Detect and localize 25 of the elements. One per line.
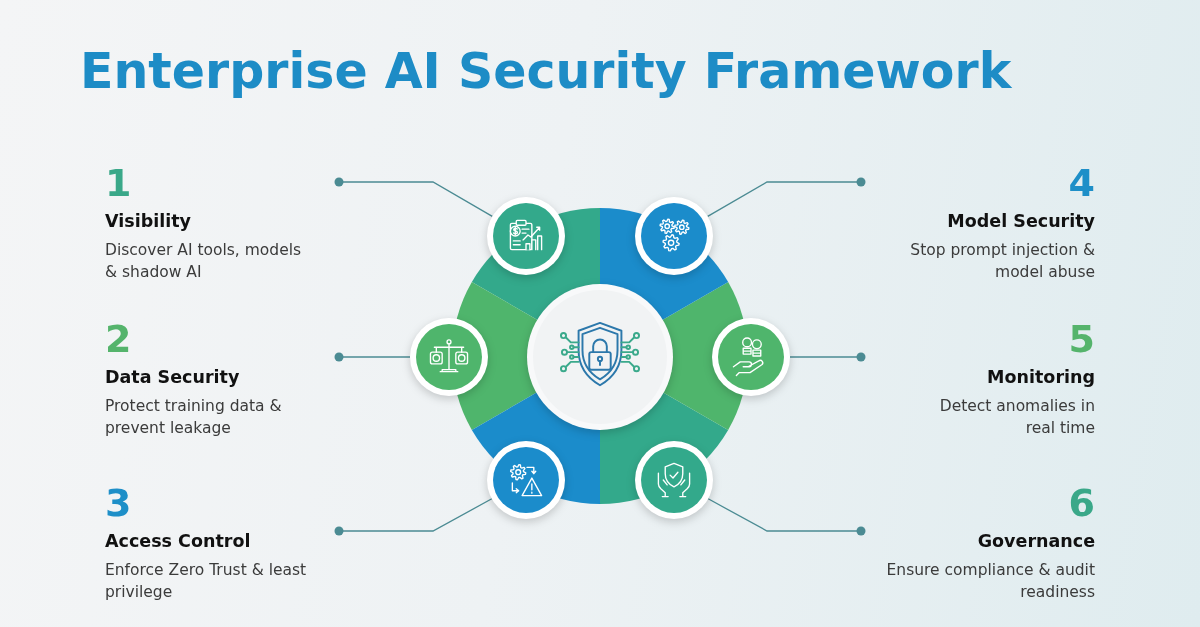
step-title: Data Security bbox=[105, 366, 240, 389]
step-description: Discover AI tools, models & shadow AI bbox=[105, 240, 303, 283]
step-number: 4 bbox=[1068, 162, 1095, 204]
leader-line bbox=[334, 498, 493, 536]
step-description: Enforce Zero Trust & least privilege bbox=[105, 560, 308, 603]
step-title: Visibility bbox=[105, 210, 191, 233]
step-title: Model Security bbox=[947, 210, 1095, 233]
step-title: Governance bbox=[977, 530, 1095, 553]
step-description: Detect anomalies in real time bbox=[938, 396, 1095, 439]
step-description: Protect training data & prevent leakage bbox=[105, 396, 283, 439]
leader-line bbox=[334, 177, 493, 218]
step-description: Ensure compliance & audit readiness bbox=[885, 560, 1095, 603]
leader-line bbox=[707, 177, 866, 218]
step-number: 3 bbox=[105, 482, 132, 524]
leader-line bbox=[334, 352, 411, 362]
step-title: Monitoring bbox=[987, 366, 1095, 389]
step-number: 5 bbox=[1068, 318, 1095, 360]
step-number: 1 bbox=[105, 162, 132, 204]
leader-line bbox=[707, 498, 866, 536]
step-number: 2 bbox=[105, 318, 132, 360]
step-description: Stop prompt injection & model abuse bbox=[909, 240, 1095, 283]
step-title: Access Control bbox=[105, 530, 251, 553]
step-number: 6 bbox=[1068, 482, 1095, 524]
page-title: Enterprise AI Security Framework bbox=[80, 42, 1012, 102]
leader-line bbox=[789, 352, 866, 362]
